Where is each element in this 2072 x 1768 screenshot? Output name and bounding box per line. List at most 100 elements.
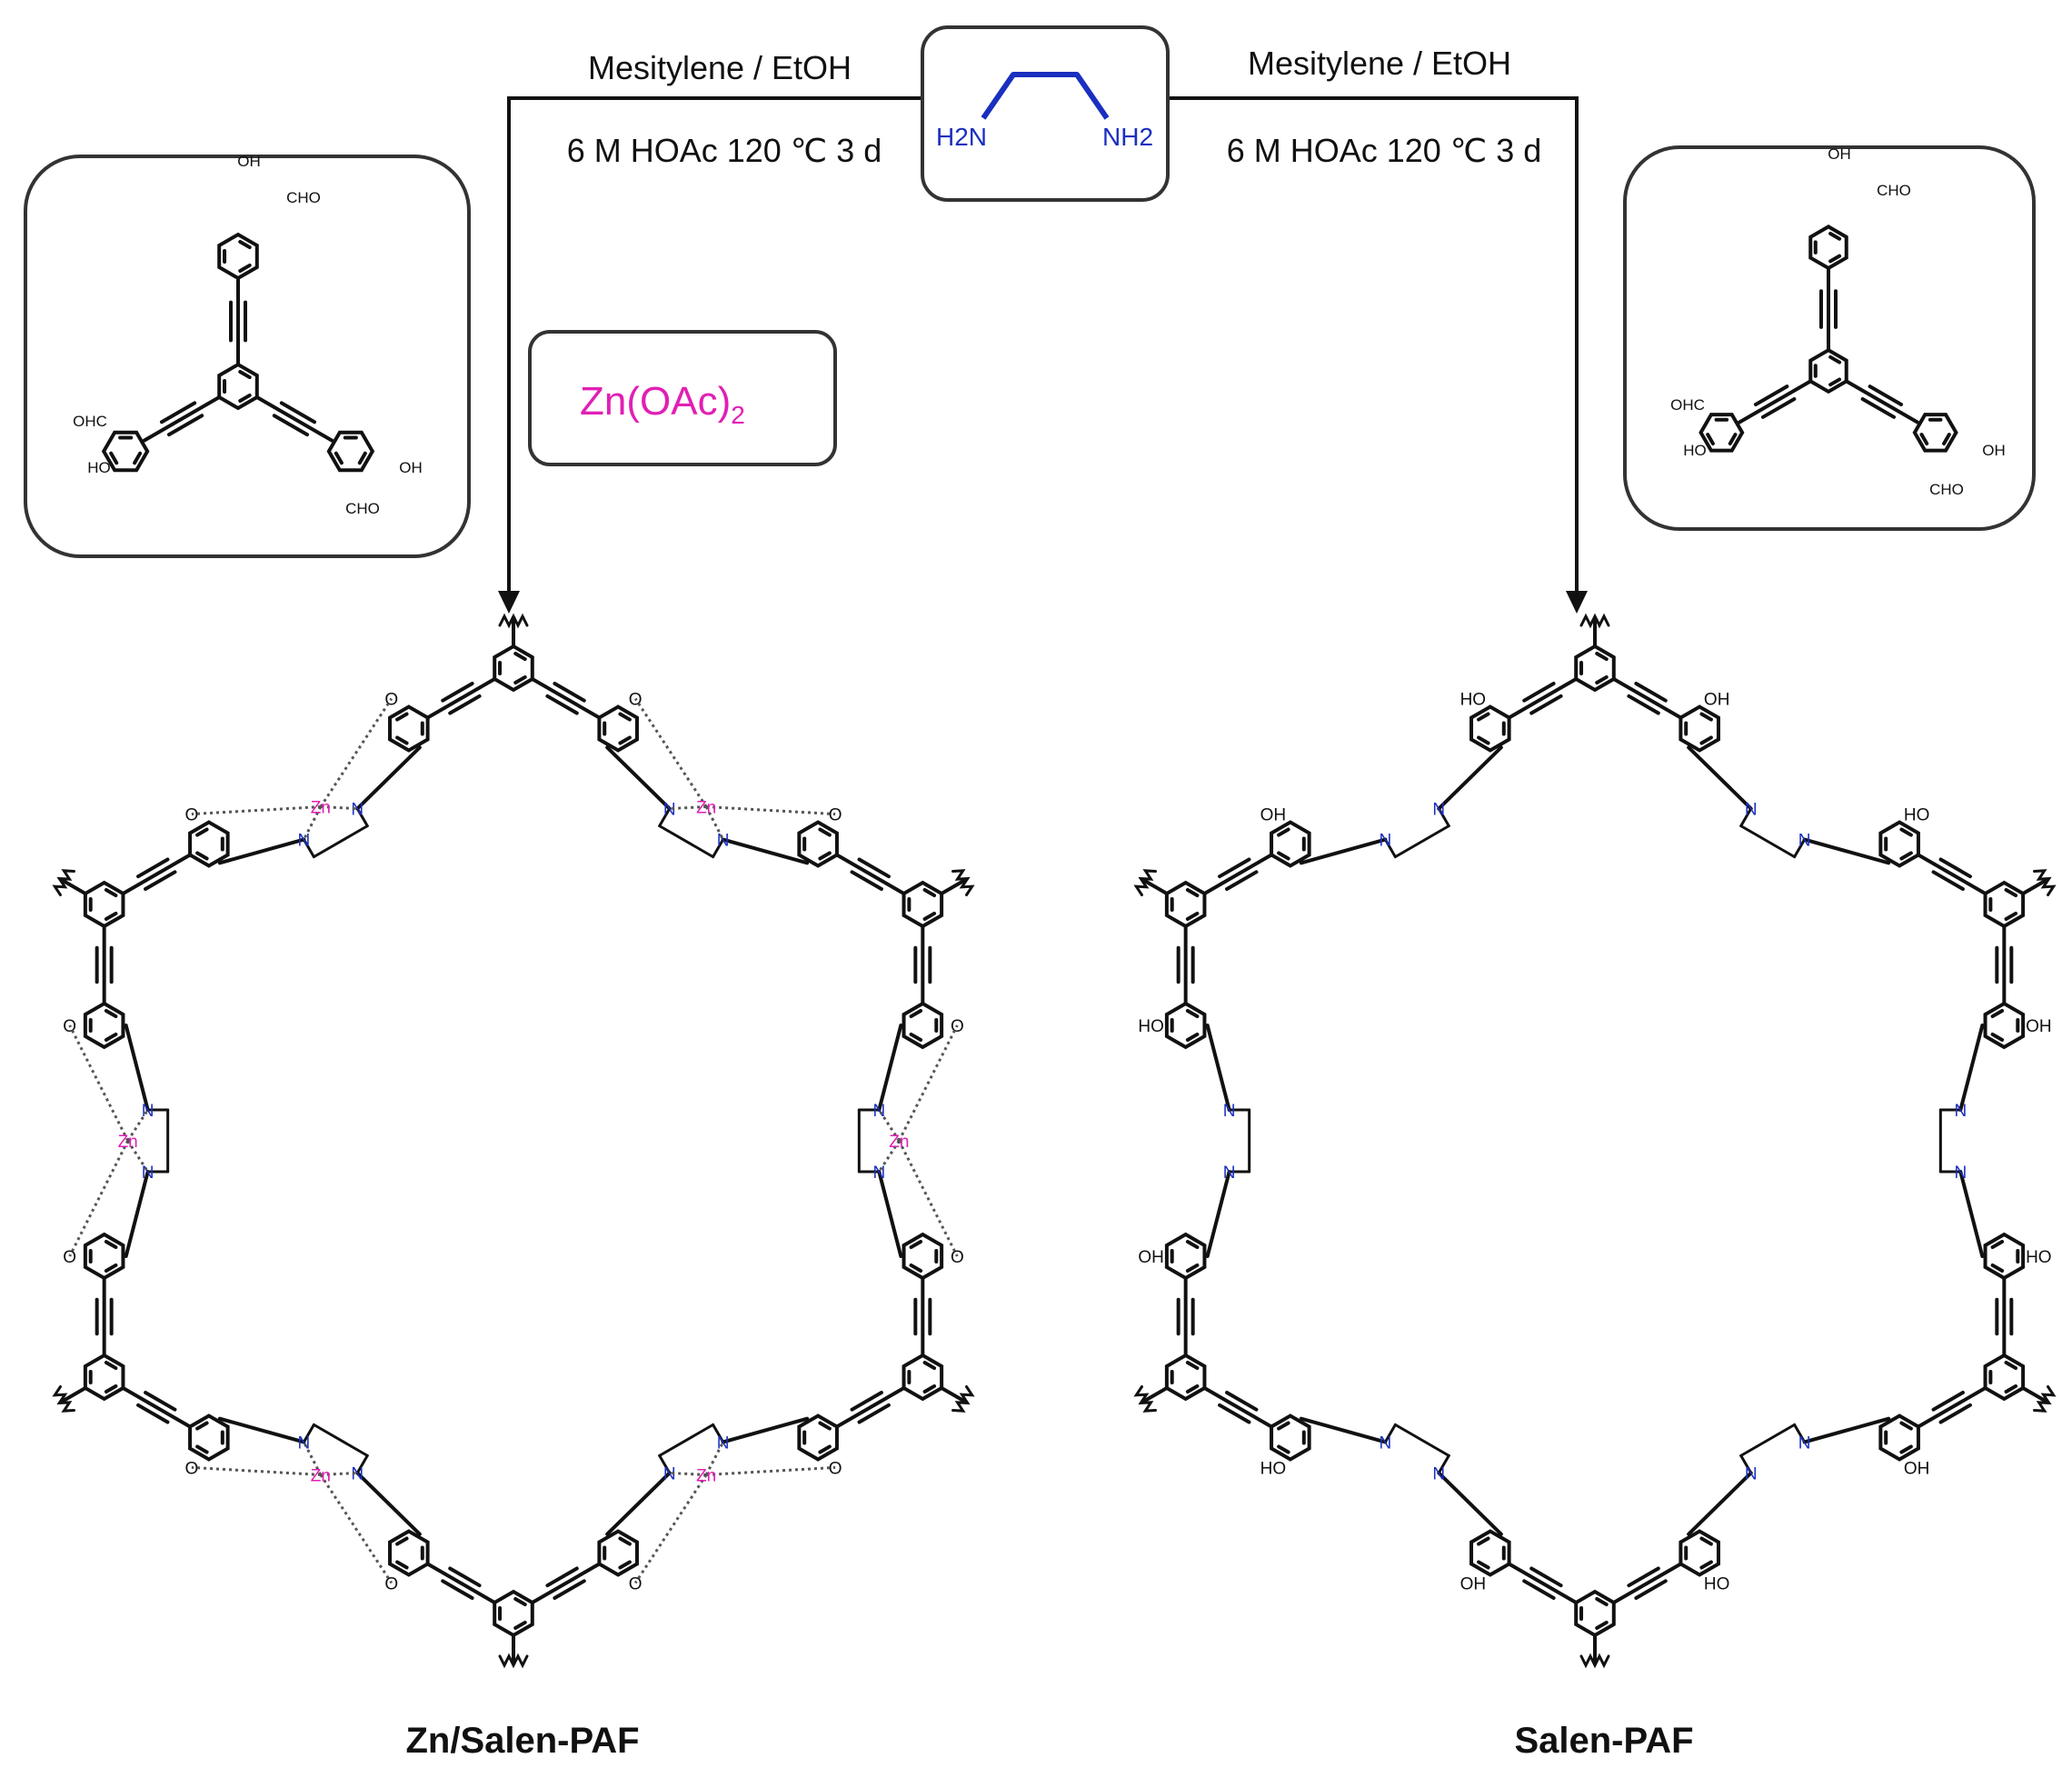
ring-outline <box>1679 1529 1720 1577</box>
alkyne-right <box>254 395 334 443</box>
imine-bond <box>1437 745 1503 811</box>
alkyne-core <box>254 395 334 443</box>
aryl-ring-right <box>326 430 375 473</box>
edge-aryl-ring <box>388 1529 430 1577</box>
edge-aryl-ring <box>797 820 839 868</box>
ethylene-bond <box>355 1453 369 1474</box>
aldehyde-label: CHO <box>1929 481 1964 498</box>
ring-double-bond <box>1828 355 1842 365</box>
wavy-continuation-bond <box>951 1385 975 1413</box>
ethylene-bond <box>712 838 725 859</box>
alkyne-side <box>1225 1390 1259 1412</box>
left-reaction-arrow <box>507 96 922 591</box>
nitrogen-label: N <box>1798 1433 1811 1453</box>
ring-double-bond <box>1699 1536 1713 1546</box>
ring-outline <box>1983 1353 2026 1402</box>
ring-double-bond <box>104 888 118 898</box>
imine-bond <box>217 837 306 865</box>
ring-double-bond <box>1277 827 1290 837</box>
ring-outline <box>1679 704 1720 753</box>
ring-outline <box>1983 1232 2026 1281</box>
product-label-zn-salen-paf: Zn/Salen-PAF <box>405 1721 639 1761</box>
alkyne-side <box>448 1566 482 1588</box>
reagent-box-frame <box>528 330 837 466</box>
ring-outline <box>83 1001 125 1050</box>
wavy-continuation-bond <box>1133 869 1157 896</box>
phenolate-oxygen-label: O <box>951 1248 964 1267</box>
nitrogen-label: N <box>351 801 364 820</box>
ring-double-bond <box>1185 1032 1200 1042</box>
ring-outline <box>1270 820 1311 868</box>
ethylene-bond <box>1383 838 1397 859</box>
ring-outline <box>388 704 430 753</box>
edge-aryl-ring <box>1679 704 1720 753</box>
ring-double-bond <box>922 888 937 898</box>
ring-double-bond <box>922 911 937 921</box>
edge-aryl-ring <box>388 704 430 753</box>
aryl-ring-left <box>101 430 150 473</box>
ethylene-bond <box>658 1423 715 1457</box>
ring-double-bond <box>618 1536 632 1546</box>
alkyne-side <box>1760 396 1797 419</box>
ring-outline <box>1912 413 1958 453</box>
edge-alkyne <box>1995 1276 2014 1357</box>
coordination-bond <box>191 805 321 816</box>
ring-outline <box>902 1232 944 1281</box>
edge-alkyne <box>834 1386 906 1429</box>
ring-double-bond <box>1899 851 1913 861</box>
hydroxyl-label: HO <box>1904 806 1930 825</box>
ring-outline <box>1164 1001 1207 1050</box>
coordination-bond <box>706 1465 836 1476</box>
wavy-continuation-bond <box>2033 869 2057 896</box>
alkyne-side <box>1627 694 1660 715</box>
alkyne-top <box>229 276 247 366</box>
ring-double-bond <box>1899 1444 1913 1454</box>
imine-bond <box>1299 1416 1388 1444</box>
imine-bond <box>877 1024 903 1112</box>
alkyne-side <box>1860 396 1897 419</box>
coordination-bond <box>633 697 708 808</box>
ring-double-bond <box>1919 433 1929 446</box>
nitrogen-label: N <box>1432 801 1445 820</box>
ring-double-bond <box>618 735 632 745</box>
edge-aryl-ring <box>1679 1529 1720 1577</box>
wavy-continuation-bond <box>1579 613 1610 629</box>
ethylene-bond <box>712 1423 725 1443</box>
alkyne-side <box>545 694 579 715</box>
alkyne-core <box>1202 1386 1274 1429</box>
alkyne-core <box>834 853 906 895</box>
alkyne-core <box>1738 379 1813 425</box>
hydroxyl-label: OH <box>1828 145 1851 163</box>
ethylenediamine-box: H2N NH2 <box>921 25 1170 202</box>
hydroxyl-label: OH <box>237 153 261 170</box>
ring-double-bond <box>104 1263 118 1273</box>
alkyne-side <box>279 401 317 425</box>
ring-double-bond <box>1277 1421 1290 1431</box>
zinc-label: Zn <box>118 1133 138 1152</box>
hydroxyl-label: HO <box>1138 1017 1164 1036</box>
edge-aryl-ring <box>1469 1529 1511 1577</box>
ring-outline <box>1808 347 1848 395</box>
ring-double-bond <box>1277 1444 1290 1454</box>
ring-double-bond <box>618 1560 632 1570</box>
wavy-continuation-bond <box>1579 1653 1610 1669</box>
ring-double-bond <box>104 1361 118 1371</box>
alkyne-core <box>1507 677 1579 720</box>
edge-aryl-ring <box>188 820 230 868</box>
ring-outline <box>902 1353 944 1402</box>
ring-double-bond <box>195 827 209 837</box>
edge-alkyne <box>530 677 602 720</box>
edge-aryl-ring <box>83 1001 125 1050</box>
ring-outline <box>1469 1529 1511 1577</box>
alkyne-side <box>553 1579 586 1601</box>
ring-double-bond <box>104 1032 118 1042</box>
hydroxyl-label: OH <box>1460 1574 1487 1593</box>
wavy-continuation-bond <box>52 1385 75 1413</box>
ethylene-bond <box>355 807 369 828</box>
ring-double-bond <box>195 1444 209 1454</box>
ethylene-bond <box>658 824 715 859</box>
coordination-bond <box>633 1473 708 1584</box>
